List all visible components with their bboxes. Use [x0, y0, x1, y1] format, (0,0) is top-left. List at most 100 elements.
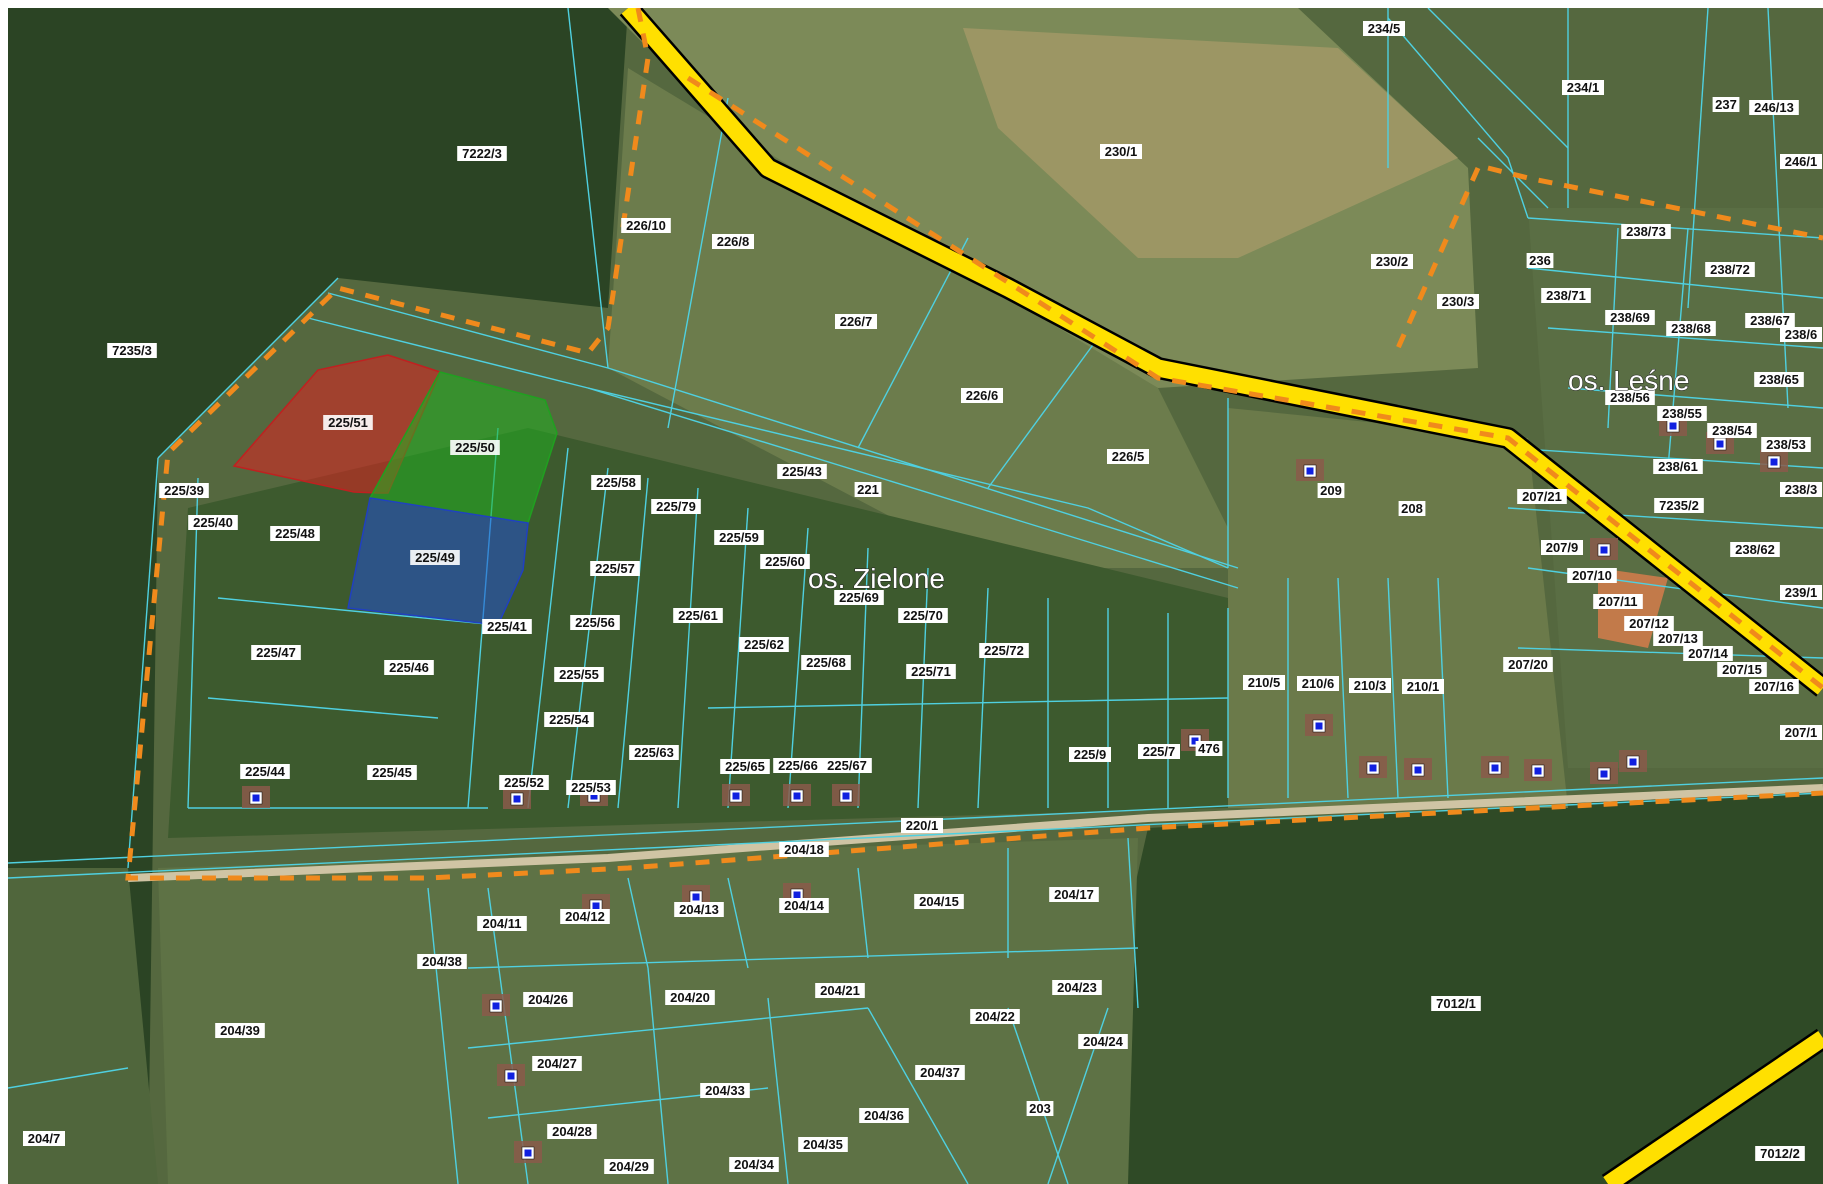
- parcel-label: 225/60: [760, 554, 810, 569]
- parcel-number-text: 204/22: [975, 1009, 1015, 1024]
- parcel-number-text: 225/49: [415, 550, 455, 565]
- parcel-number-text: 225/45: [372, 765, 412, 780]
- parcel-label: 204/7: [23, 1131, 65, 1146]
- parcel-label: 204/37: [915, 1065, 965, 1080]
- parcel-number-text: 207/16: [1754, 679, 1794, 694]
- parcel-label-background: [544, 712, 594, 727]
- parcel-label: 207/10: [1567, 568, 1617, 583]
- parcel-label: 220/1: [901, 818, 943, 833]
- parcel-label: 238/61: [1653, 459, 1703, 474]
- parcel-number-text: 225/62: [744, 637, 784, 652]
- parcel-label-background: [477, 916, 527, 931]
- parcel-number-text: 7235/2: [1659, 498, 1699, 513]
- parcel-label: 225/56: [570, 615, 620, 630]
- parcel-label-background: [1107, 449, 1149, 464]
- parcel-number-text: 7235/3: [112, 343, 152, 358]
- parcel-label: 207/13: [1653, 631, 1703, 646]
- building-marker-core: [842, 792, 850, 800]
- parcel-label: 225/51: [323, 415, 373, 430]
- parcel-number-text: 225/54: [549, 712, 590, 727]
- parcel-number-text: 204/27: [537, 1056, 577, 1071]
- parcel-label-background: [1517, 489, 1567, 504]
- parcel-label: 225/50: [450, 440, 500, 455]
- parcel-label-background: [961, 388, 1003, 403]
- parcel-number-text: 238/68: [1671, 321, 1711, 336]
- parcel-label: 238/67: [1745, 313, 1795, 328]
- parcel-label-background: [1657, 406, 1707, 421]
- forest-west: [8, 8, 628, 1184]
- parcel-label: 237: [1712, 97, 1740, 112]
- parcel-number-text: 225/69: [839, 590, 879, 605]
- building-marker-core: [1534, 767, 1542, 775]
- parcel-label-background: [970, 1009, 1020, 1024]
- parcel-label: 7012/2: [1755, 1146, 1805, 1161]
- building-marker-core: [1191, 737, 1199, 745]
- parcel-number-text: 204/14: [784, 898, 825, 913]
- parcel-number-text: 204/26: [528, 992, 568, 1007]
- building-marker-core: [1600, 770, 1608, 778]
- parcel-label: 230/2: [1371, 254, 1413, 269]
- parcel-label: 208: [1398, 501, 1426, 516]
- parcel-label: 204/24: [1078, 1034, 1128, 1049]
- parcel-label: 203: [1026, 1101, 1054, 1116]
- parcel-number-text: 210/3: [1354, 678, 1387, 693]
- parcel-label: 225/67: [822, 758, 872, 773]
- parcel-number-text: 207/10: [1572, 568, 1612, 583]
- orthophoto-map[interactable]: 234/5234/1237246/13246/1230/17222/3226/1…: [8, 8, 1823, 1184]
- parcel-label: 225/65: [720, 759, 770, 774]
- parcel-number-text: 238/6: [1785, 327, 1818, 342]
- parcel-number-text: 204/29: [609, 1159, 649, 1174]
- parcel-label: 204/11: [477, 916, 527, 931]
- building-marker-core: [1414, 766, 1422, 774]
- parcel-label: 207/1: [1780, 725, 1822, 740]
- parcel-label-background: [674, 902, 724, 917]
- parcel-label-background: [712, 234, 754, 249]
- parcel-label-background: [729, 1157, 779, 1172]
- south-plots: [158, 838, 1138, 1184]
- parcel-label-background: [1780, 585, 1822, 600]
- parcel-number-text: 238/53: [1766, 437, 1806, 452]
- parcel-label: 238/6: [1780, 327, 1822, 342]
- parcel-label-background: [1026, 1101, 1054, 1116]
- parcel-number-text: 204/28: [552, 1124, 592, 1139]
- parcel-label: 207/21: [1517, 489, 1567, 504]
- parcel-label: 225/61: [673, 608, 723, 623]
- parcel-number-text: 225/59: [719, 530, 759, 545]
- parcel-number-text: 204/37: [920, 1065, 960, 1080]
- parcel-number-text: 204/33: [705, 1083, 745, 1098]
- parcel-number-text: 239/1: [1785, 585, 1818, 600]
- parcel-label: 204/13: [674, 902, 724, 917]
- parcel-label-background: [1754, 372, 1804, 387]
- parcel-label-background: [159, 483, 209, 498]
- parcel-label: 207/12: [1624, 616, 1674, 631]
- parcel-number-text: 204/24: [1083, 1034, 1124, 1049]
- parcel-number-text: 238/56: [1610, 390, 1650, 405]
- settlement-name-lesne: os. Leśne: [1568, 365, 1689, 396]
- building-marker-core: [1716, 440, 1724, 448]
- parcel-number-text: 225/71: [911, 664, 951, 679]
- parcel-label: 225/43: [777, 464, 827, 479]
- parcel-number-text: 204/12: [565, 909, 605, 924]
- parcel-label-background: [554, 667, 604, 682]
- parcel-label-background: [215, 1023, 265, 1038]
- parcel-label-background: [523, 992, 573, 1007]
- parcel-label: 204/38: [417, 954, 467, 969]
- parcel-number-text: 226/7: [840, 314, 873, 329]
- parcel-label: 210/3: [1349, 678, 1391, 693]
- parcel-label: 225/52: [499, 775, 549, 790]
- building-marker-core: [492, 1002, 500, 1010]
- parcel-number-text: 230/1: [1105, 144, 1138, 159]
- parcel-label: 234/1: [1562, 80, 1604, 95]
- parcel-label-background: [777, 464, 827, 479]
- parcel-label-background: [714, 530, 764, 545]
- parcel-number-text: 225/67: [827, 758, 867, 773]
- parcel-label-background: [1712, 97, 1740, 112]
- parcel-number-text: 225/46: [389, 660, 429, 675]
- parcel-label: 204/26: [523, 992, 573, 1007]
- parcel-label-background: [815, 983, 865, 998]
- parcel-label: 238/54: [1707, 423, 1757, 438]
- parcel-label: 204/29: [604, 1159, 654, 1174]
- parcel-label-background: [560, 909, 610, 924]
- parcel-label-background: [384, 660, 434, 675]
